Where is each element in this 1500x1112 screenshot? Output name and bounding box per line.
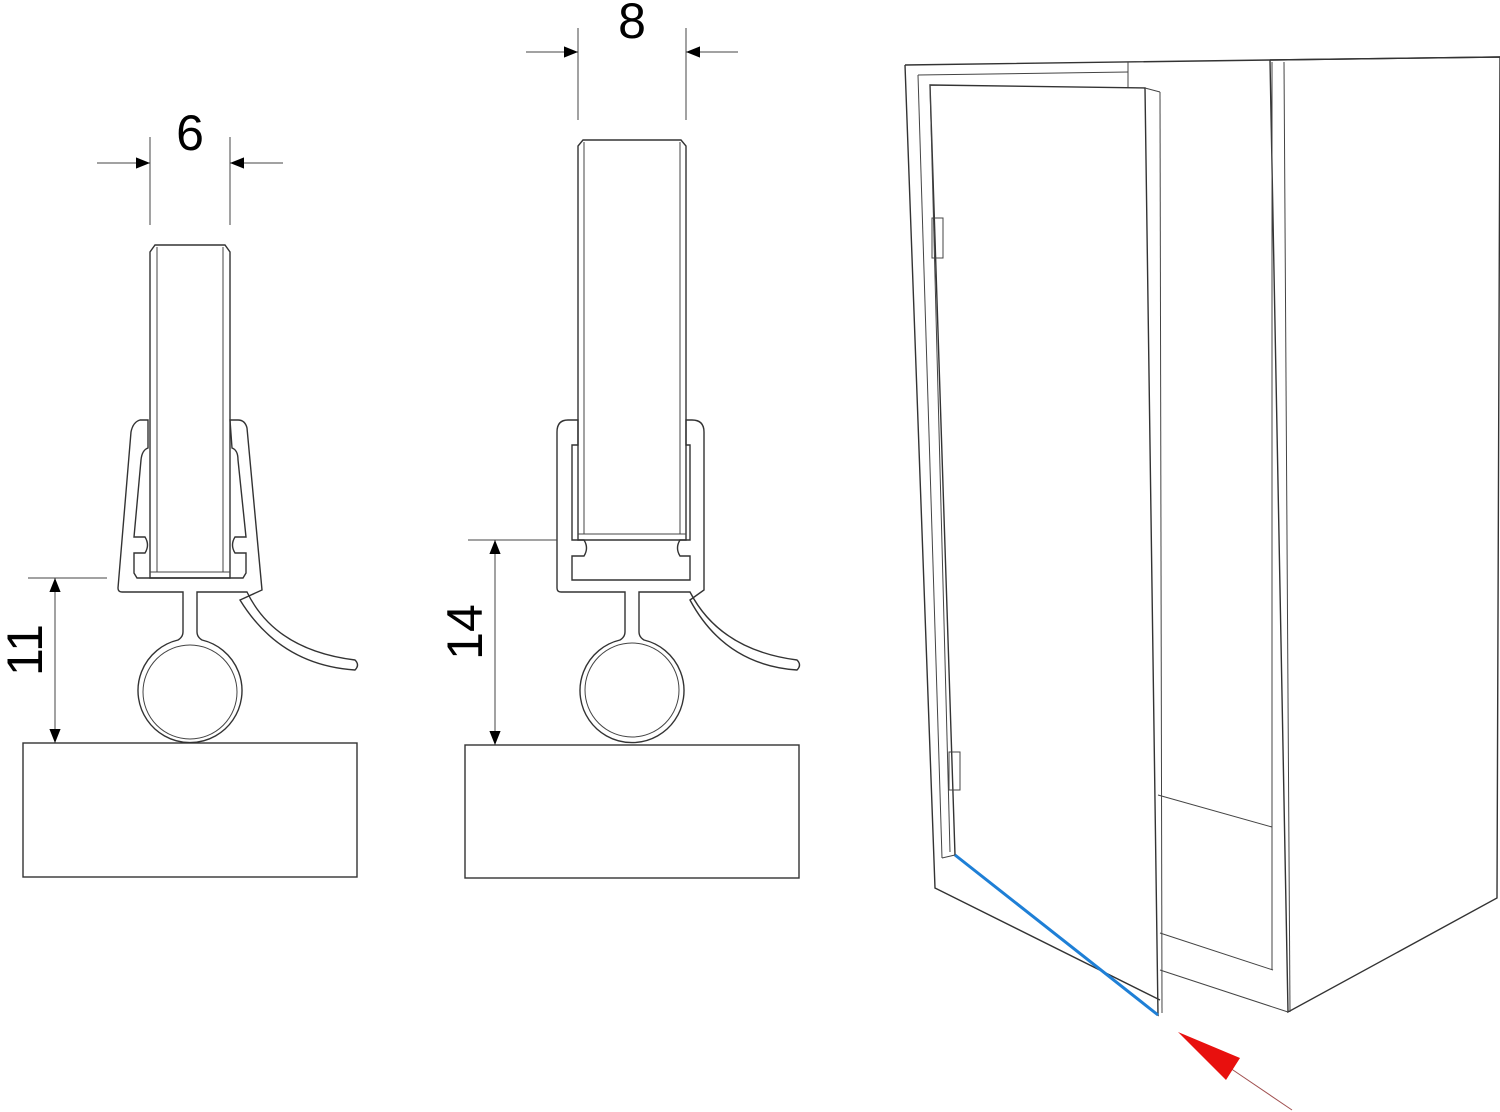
base-block-b bbox=[464, 744, 800, 879]
dimension-label-6: 6 bbox=[176, 105, 204, 161]
shower-enclosure-illustration bbox=[904, 56, 1500, 1111]
profile-8mm: 8 14 bbox=[437, 0, 801, 879]
seal-profile-8mm bbox=[556, 419, 801, 744]
hinge-top bbox=[931, 217, 944, 259]
red-arrow-indicator bbox=[1178, 1032, 1293, 1111]
dimension-label-8: 8 bbox=[618, 0, 646, 49]
seal-profile-6mm bbox=[117, 419, 359, 744]
base-block-a bbox=[22, 742, 358, 878]
dimension-label-11: 11 bbox=[0, 624, 53, 676]
glass-panel-8mm bbox=[577, 139, 687, 541]
door-bottom-seal-edge bbox=[954, 853, 1159, 1017]
door-panel bbox=[929, 84, 1163, 1017]
hinge-bottom bbox=[948, 751, 961, 791]
glass-panel-6mm bbox=[149, 244, 231, 579]
dimension-label-14: 14 bbox=[437, 604, 493, 660]
profile-6mm: 6 11 bbox=[0, 105, 359, 878]
